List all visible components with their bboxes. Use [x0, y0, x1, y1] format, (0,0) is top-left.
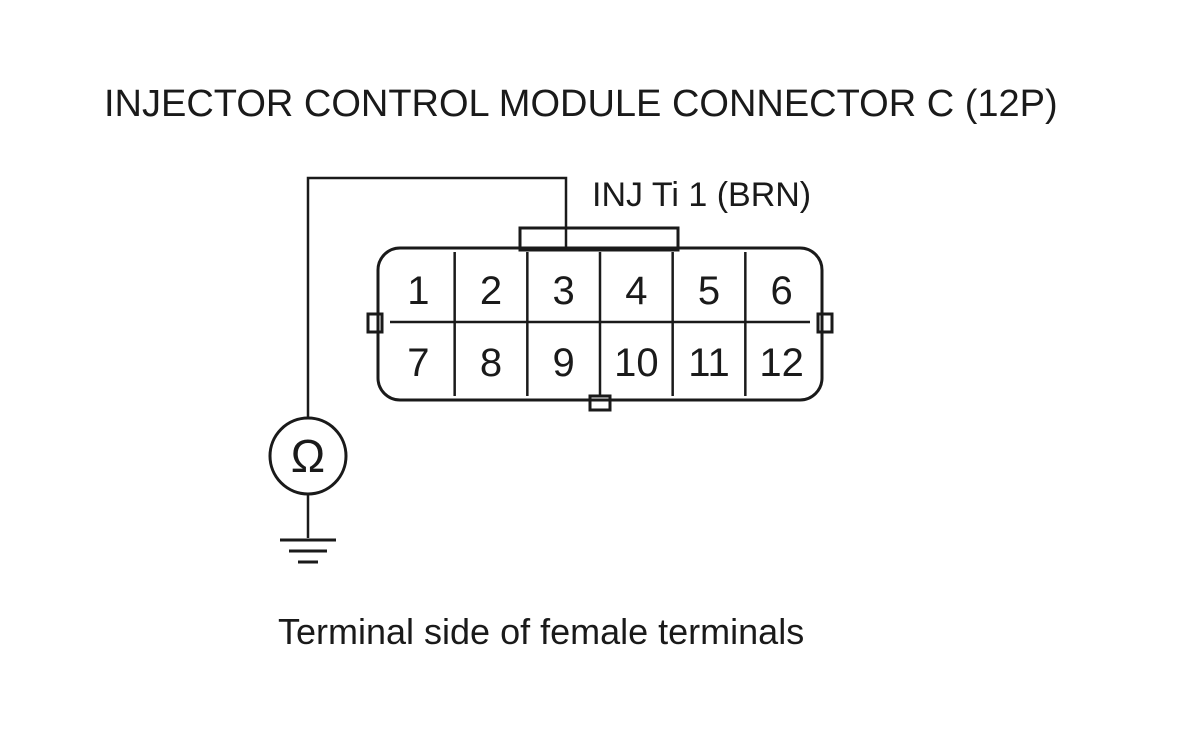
- connector-pin-4: 4: [625, 269, 647, 313]
- connector-pin-9: 9: [553, 341, 575, 385]
- connector-lock-tab: [518, 226, 680, 252]
- connector-right-tab: [816, 312, 834, 334]
- connector-left-tab: [366, 312, 384, 334]
- connector-pin-7: 7: [407, 341, 429, 385]
- connector-bottom-key: [588, 394, 612, 412]
- connector-pin-2: 2: [480, 269, 502, 313]
- connector-pin-10: 10: [614, 341, 659, 385]
- connector-pin-11: 11: [688, 341, 730, 385]
- diagram-caption: Terminal side of female terminals: [278, 611, 804, 652]
- connector-pin-1: 1: [407, 269, 429, 313]
- test-lead-wire: [306, 176, 568, 418]
- connector-pin-8: 8: [480, 341, 502, 385]
- ohmmeter-icon: Ω: [268, 416, 348, 496]
- ground-icon: [280, 538, 336, 564]
- wire-label: INJ Ti 1 (BRN): [592, 176, 811, 214]
- connector-pin-12: 12: [759, 341, 804, 385]
- connector-pin-6: 6: [771, 269, 793, 313]
- connector-housing: [376, 246, 824, 402]
- ohmmeter-symbol: Ω: [291, 430, 325, 482]
- diagram-title: INJECTOR CONTROL MODULE CONNECTOR C (12P…: [104, 83, 1058, 125]
- connector-pin-3: 3: [553, 269, 575, 313]
- connector-column-dividers: [453, 252, 747, 396]
- connector-pin-5: 5: [698, 269, 720, 313]
